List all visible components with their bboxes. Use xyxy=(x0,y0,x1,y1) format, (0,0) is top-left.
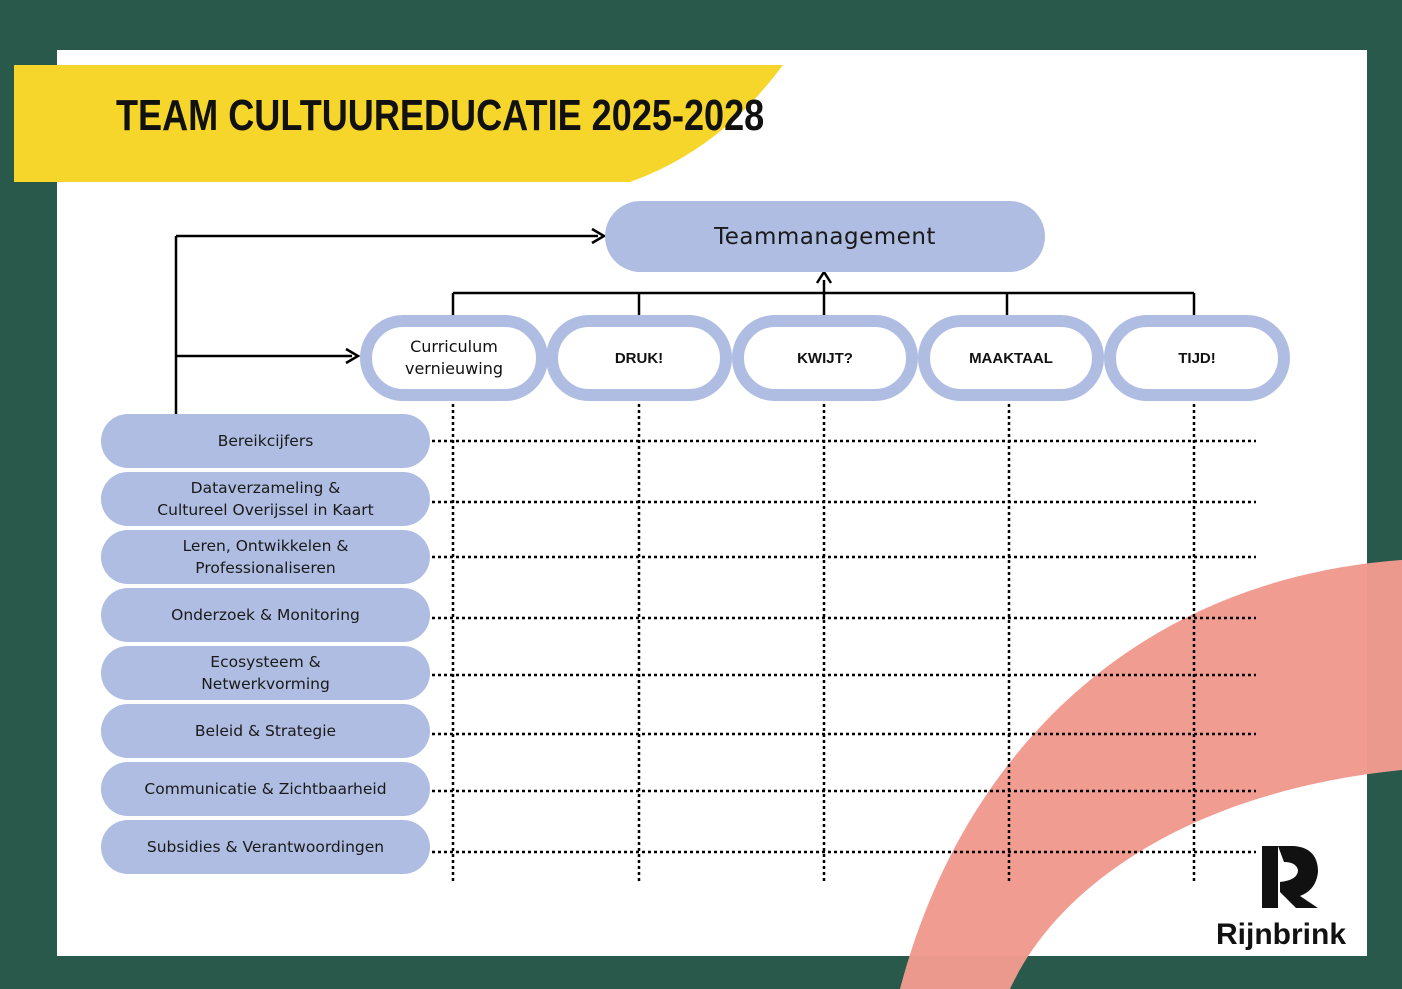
row-node-8: Subsidies & Verantwoordingen xyxy=(101,820,430,874)
row-node-3: Leren, Ontwikkelen & Professionaliseren xyxy=(101,530,430,584)
arrow-heads xyxy=(345,227,833,365)
row-node-6: Beleid & Strategie xyxy=(101,704,430,758)
row-node-5: Ecosysteem & Netwerkvorming xyxy=(101,646,430,700)
column-node-1: Curriculum vernieuwing xyxy=(360,315,548,401)
rijnbrink-r-icon xyxy=(1262,846,1318,908)
pink-arc-decoration xyxy=(900,560,1402,989)
row-node-7: Communicatie & Zichtbaarheid xyxy=(101,762,430,816)
row-node-2: Dataverzameling & Cultureel Overijssel i… xyxy=(101,472,430,526)
page-title: TEAM CULTUUREDUCATIE 2025-2028 xyxy=(116,91,765,140)
column-node-4: MAAKTAAL xyxy=(918,315,1104,401)
teammanagement-node: Teammanagement xyxy=(605,201,1045,272)
column-node-3: KWIJT? xyxy=(732,315,918,401)
column-node-2: DRUK! xyxy=(546,315,732,401)
row-node-4: Onderzoek & Monitoring xyxy=(101,588,430,642)
dotted-grid xyxy=(432,392,1256,884)
rijnbrink-logo-text: Rijnbrink xyxy=(1216,918,1347,951)
column-node-5: TIJD! xyxy=(1104,315,1290,401)
row-node-1: Bereikcijfers xyxy=(101,414,430,468)
connector-lines xyxy=(174,234,1196,414)
yellow-banner xyxy=(14,65,783,182)
